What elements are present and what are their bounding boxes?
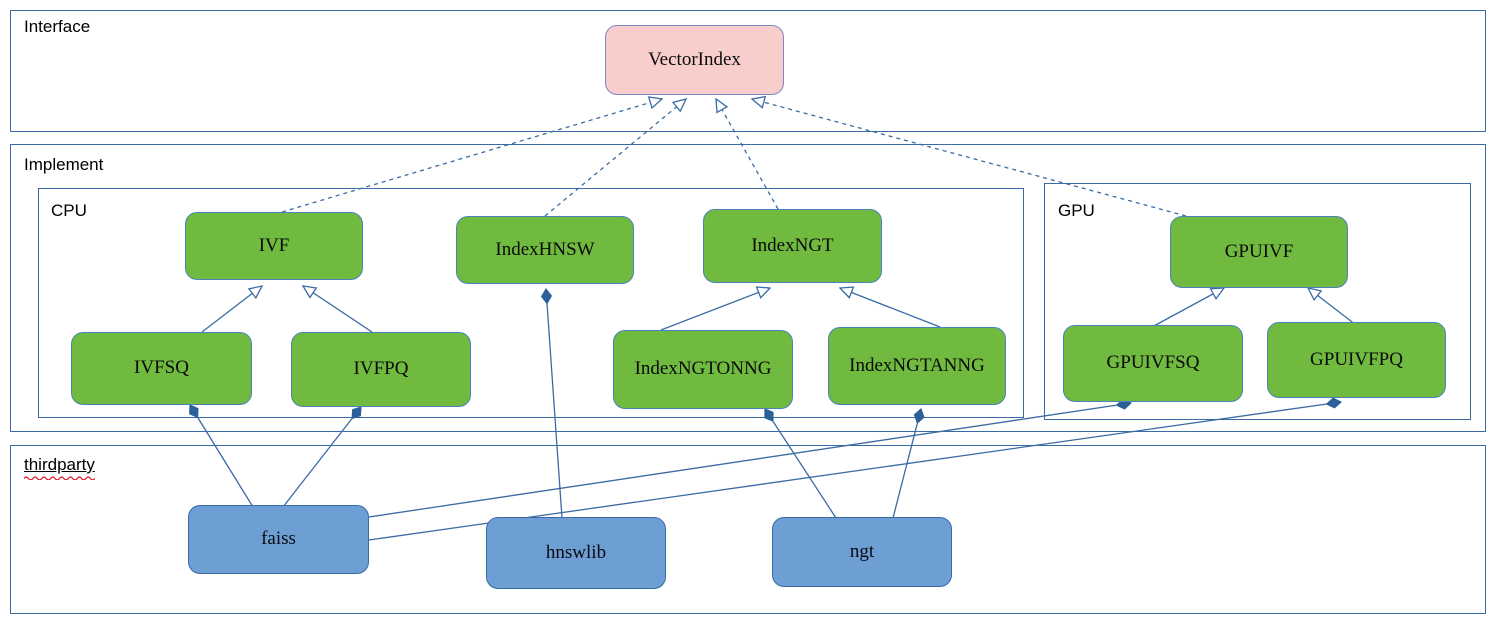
node-ivfpq[interactable]: IVFPQ	[291, 332, 471, 407]
node-indexngtonng[interactable]: IndexNGTONNG	[613, 330, 793, 409]
node-gpuivf[interactable]: GPUIVF	[1170, 216, 1348, 288]
node-gpuivfpq[interactable]: GPUIVFPQ	[1267, 322, 1446, 398]
group-label-implement: Implement	[24, 155, 104, 174]
node-gpuivfsq[interactable]: GPUIVFSQ	[1063, 325, 1243, 402]
node-indexngtanng[interactable]: IndexNGTANNG	[828, 327, 1006, 405]
group-label-gpu: GPU	[1058, 201, 1095, 220]
group-label-thirdparty: thirdparty	[24, 455, 95, 480]
group-label-cpu: CPU	[51, 201, 87, 220]
node-vectorindex[interactable]: VectorIndex	[605, 25, 784, 95]
node-ivfsq[interactable]: IVFSQ	[71, 332, 252, 405]
node-ivf[interactable]: IVF	[185, 212, 363, 280]
node-ngt[interactable]: ngt	[772, 517, 952, 587]
node-hnswlib[interactable]: hnswlib	[486, 517, 666, 589]
spellcheck-squiggle-icon	[24, 476, 95, 480]
node-indexhnsw[interactable]: IndexHNSW	[456, 216, 634, 284]
group-label-thirdparty-text: thirdparty	[24, 455, 95, 474]
node-faiss[interactable]: faiss	[188, 505, 369, 574]
node-indexngt[interactable]: IndexNGT	[703, 209, 882, 283]
group-label-interface: Interface	[24, 17, 91, 36]
